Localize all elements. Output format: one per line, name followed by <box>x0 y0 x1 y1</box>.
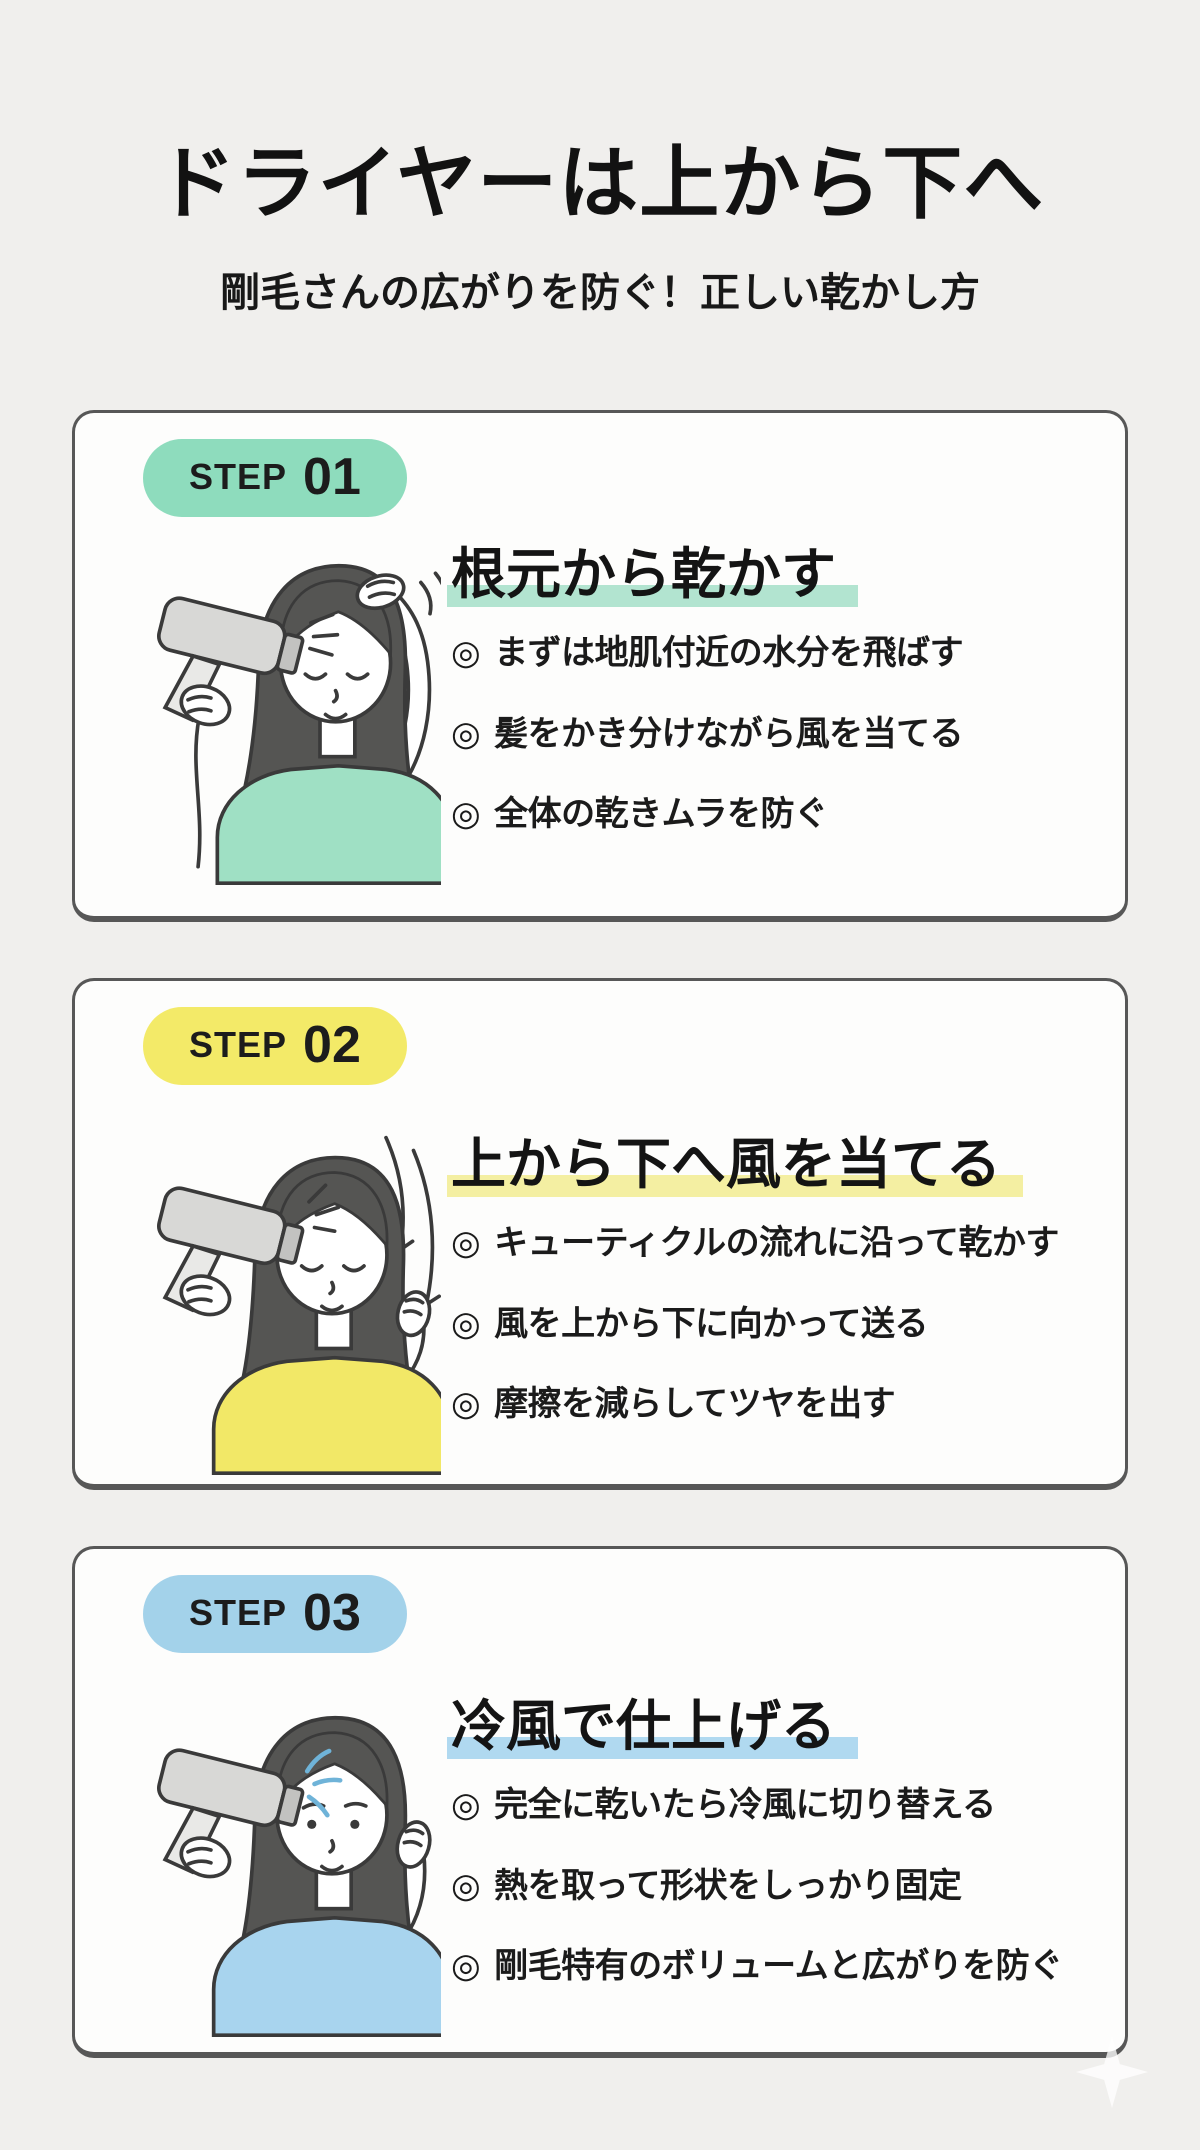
page-subtitle: 剛毛さんの広がりを防ぐ！正しい乾かし方 <box>220 271 980 315</box>
step-1-body: 根元から乾かす ◎ まずは地肌付近の水分を飛ばす ◎ 髪をかき分けながら風を当てる … <box>111 523 1089 895</box>
double-circle-bullet-icon: ◎ <box>451 1946 481 1985</box>
step-1-badge: STEP 01 <box>143 439 407 517</box>
woman-hair-dryer-illustration <box>157 1135 441 1475</box>
bullet-item: ◎ 全体の乾きムラを防ぐ <box>451 792 1089 836</box>
bullet-item: ◎ 風を上から下に向かって送る <box>451 1302 1089 1346</box>
bullet-text: キューティクルの流れに沿って乾かす <box>494 1224 1059 1263</box>
step-1-content: 根元から乾かす ◎ まずは地肌付近の水分を飛ばす ◎ 髪をかき分けながら風を当てる … <box>441 523 1089 895</box>
step-3-heading: 冷風で仕上げる <box>447 1691 1089 1761</box>
step-3-content: 冷風で仕上げる ◎ 完全に乾いたら冷風に切り替える ◎ 熱を取って形状をしっかり固定… <box>441 1675 1089 2047</box>
step-2-bullets: ◎ キューティクルの流れに沿って乾かす ◎ 風を上から下に向かって送る ◎ 摩擦を減ら… <box>451 1221 1089 1426</box>
step-1-badge-label: STEP <box>189 456 288 497</box>
bullet-item: ◎ まずは地肌付近の水分を飛ばす <box>451 631 1089 675</box>
step-2-heading-highlight: 上から下へ風を当てる <box>447 1133 1024 1197</box>
bullet-item: ◎ キューティクルの流れに沿って乾かす <box>451 1221 1089 1265</box>
woman-hair-dryer-illustration <box>157 1716 441 2037</box>
bullet-text: まずは地肌付近の水分を飛ばす <box>494 634 964 673</box>
double-circle-bullet-icon: ◎ <box>451 1224 481 1263</box>
double-circle-bullet-icon: ◎ <box>451 794 481 833</box>
bullet-item: ◎ 髪をかき分けながら風を当てる <box>451 712 1089 756</box>
step-3-heading-highlight: 冷風で仕上げる <box>447 1695 859 1759</box>
double-circle-bullet-icon: ◎ <box>451 1786 481 1825</box>
double-circle-bullet-icon: ◎ <box>451 634 481 673</box>
step-1-heading-highlight: 根元から乾かす <box>447 543 859 607</box>
bullet-text: 風を上から下に向かって送る <box>494 1304 928 1343</box>
step-2-badge: STEP 02 <box>143 1007 407 1085</box>
step-2-badge-number: 02 <box>303 1016 361 1074</box>
bullet-item: ◎ 熱を取って形状をしっかり固定 <box>451 1864 1089 1908</box>
double-circle-bullet-icon: ◎ <box>451 714 481 753</box>
bullet-item: ◎ 摩擦を減らしてツヤを出す <box>451 1382 1089 1426</box>
step-3-body: 冷風で仕上げる ◎ 完全に乾いたら冷風に切り替える ◎ 熱を取って形状をしっかり固定… <box>111 1675 1089 2047</box>
bullet-text: 摩擦を減らしてツヤを出す <box>494 1384 896 1423</box>
bullet-item: ◎ 剛毛特有のボリュームと広がりを防ぐ <box>451 1944 1089 1988</box>
step-3-bullets: ◎ 完全に乾いたら冷風に切り替える ◎ 熱を取って形状をしっかり固定 ◎ 剛毛特有のボ… <box>451 1783 1089 1988</box>
bullet-text: 髪をかき分けながら風を当てる <box>494 714 964 753</box>
step-3-badge-label: STEP <box>189 1592 288 1633</box>
illustration-cool-air-finish <box>111 1675 441 2047</box>
step-2-badge-label: STEP <box>189 1024 288 1065</box>
header: ドライヤーは上から下へ 剛毛さんの広がりを防ぐ！正しい乾かし方 <box>0 0 1200 318</box>
illustration-airflow-top-to-bottom <box>111 1113 441 1485</box>
step-3-badge-number: 03 <box>303 1584 361 1642</box>
step-card-3: STEP 03 <box>72 1546 1128 2058</box>
double-circle-bullet-icon: ◎ <box>451 1866 481 1905</box>
bullet-text: 全体の乾きムラを防ぐ <box>494 794 828 833</box>
double-circle-bullet-icon: ◎ <box>451 1384 481 1423</box>
illustration-drying-roots <box>111 523 441 895</box>
step-2-heading: 上から下へ風を当てる <box>447 1129 1089 1199</box>
bullet-text: 完全に乾いたら冷風に切り替える <box>494 1786 996 1825</box>
step-card-2: STEP 02 <box>72 978 1128 1490</box>
step-2-content: 上から下へ風を当てる ◎ キューティクルの流れに沿って乾かす ◎ 風を上から下に向か… <box>441 1113 1089 1485</box>
step-3-badge: STEP 03 <box>143 1575 407 1653</box>
step-1-badge-number: 01 <box>303 448 361 506</box>
bullet-item: ◎ 完全に乾いたら冷風に切り替える <box>451 1783 1089 1827</box>
woman-hair-dryer-illustration <box>157 564 441 885</box>
page-title: ドライヤーは上から下へ <box>155 139 1045 228</box>
bullet-text: 熱を取って形状をしっかり固定 <box>494 1866 962 1905</box>
step-2-body: 上から下へ風を当てる ◎ キューティクルの流れに沿って乾かす ◎ 風を上から下に向か… <box>111 1113 1089 1485</box>
step-1-bullets: ◎ まずは地肌付近の水分を飛ばす ◎ 髪をかき分けながら風を当てる ◎ 全体の乾きムラ… <box>451 631 1089 836</box>
step-card-1: STEP 01 <box>72 410 1128 922</box>
step-1-heading: 根元から乾かす <box>447 539 1089 609</box>
double-circle-bullet-icon: ◎ <box>451 1304 481 1343</box>
bullet-text: 剛毛特有のボリュームと広がりを防ぐ <box>494 1946 1063 1985</box>
